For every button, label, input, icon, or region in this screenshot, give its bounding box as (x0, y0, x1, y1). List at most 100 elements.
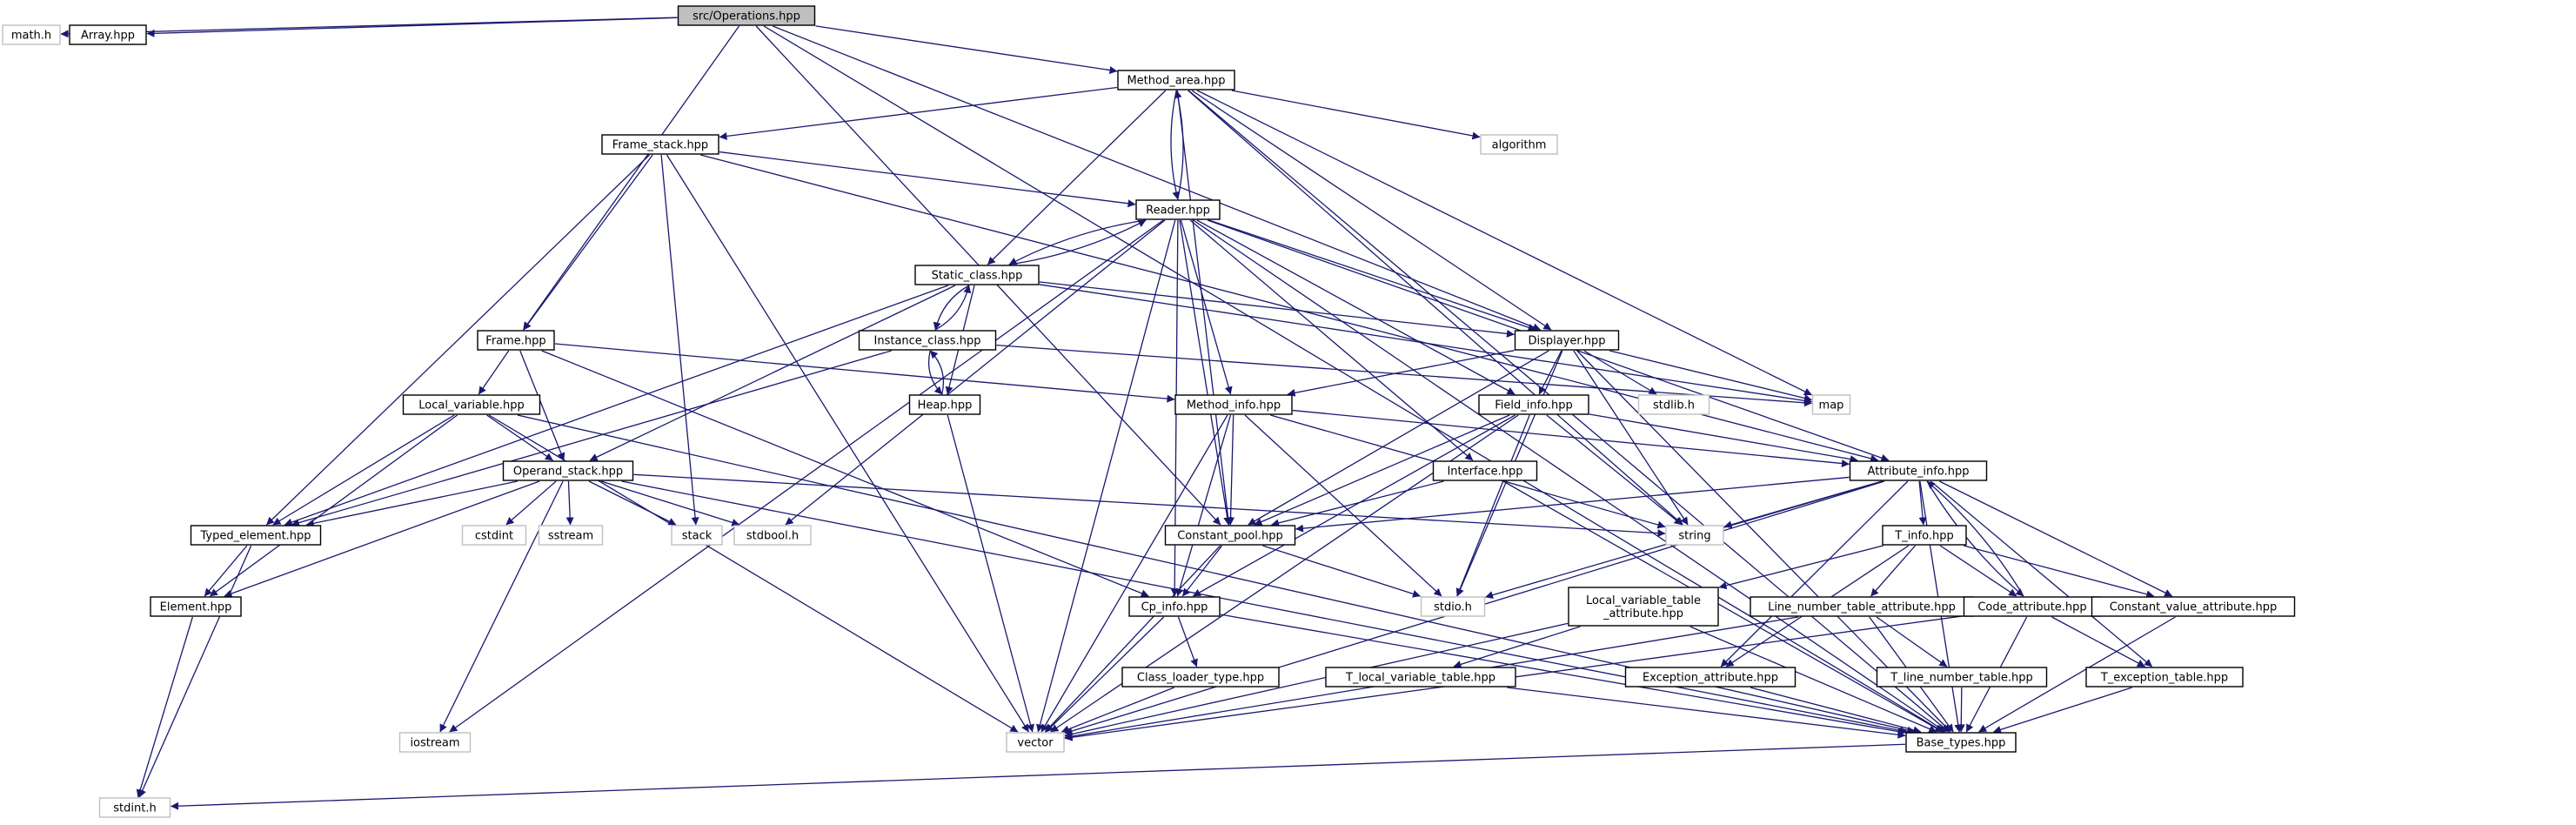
edge-codeattr-to-texc (2051, 616, 2145, 667)
node-attribute-info-hpp[interactable]: Attribute_info.hpp (1849, 460, 1988, 481)
node-interface-hpp[interactable]: Interface.hpp (1432, 460, 1538, 481)
node-displayer-hpp[interactable]: Displayer.hpp (1514, 330, 1620, 351)
edge-opstack-to-string (633, 473, 1666, 538)
node-base-types-hpp[interactable]: Base_types.hpp (1905, 732, 2017, 753)
edge-reader-to-stdbool (785, 219, 1166, 526)
node-src-operations-hpp[interactable]: src/Operations.hpp (677, 5, 816, 26)
node-element-hpp[interactable]: Element.hpp (150, 596, 242, 617)
edge-excattr-to-basetypes (1750, 687, 1922, 734)
node-frame-hpp[interactable]: Frame.hpp (477, 330, 555, 351)
edge-cpinfo-to-basetypes (1220, 614, 1906, 735)
node-box (538, 525, 604, 546)
edge-reader-to-fieldinfo (1196, 219, 1515, 395)
node-box (1568, 587, 1719, 627)
edge-displayer-to-methodinfo (1287, 350, 1515, 397)
edge-basetypes-to-stdint (171, 743, 1906, 810)
node-box (1117, 70, 1235, 91)
edge-ops-to-frame (522, 25, 740, 331)
edge-framestack-to-typed (265, 154, 651, 526)
node-box (601, 134, 719, 155)
node-stack: stack (671, 525, 723, 546)
node-box (1432, 460, 1538, 481)
node-box (671, 525, 723, 546)
edge-interface-to-cpool (1271, 480, 1444, 527)
edge-heap-to-vector (947, 414, 1034, 733)
node-heap-hpp[interactable]: Heap.hpp (908, 394, 981, 415)
edge-lnta-to-tlnt (1876, 616, 1948, 667)
node-code-attribute-hpp[interactable]: Code_attribute.hpp (1963, 596, 2102, 617)
node-box (1882, 525, 1967, 546)
node-t-line-number-table-hpp[interactable]: T_line_number_table.hpp (1876, 667, 2048, 688)
node-constant-value-attribute-hpp[interactable]: Constant_value_attribute.hpp (2091, 596, 2296, 617)
edge-reader-to-cpool (1179, 219, 1232, 526)
node-class-loader-type-hpp[interactable]: Class_loader_type.hpp (1121, 667, 1280, 688)
node-box (1637, 394, 1710, 415)
node-label: Field_info.hpp (1495, 399, 1573, 412)
node-box (69, 24, 147, 45)
node-label: Code_attribute.hpp (1977, 601, 2086, 614)
edge-attrinfo-to-cpool (1295, 476, 1850, 533)
edge-methodinfo-to-stdio (1244, 414, 1442, 597)
node-label: Local_variable_table_attribute.hpp (1586, 594, 1701, 620)
node-static-class-hpp[interactable]: Static_class.hpp (914, 265, 1040, 285)
edge-cpool-to-vector (1044, 545, 1221, 733)
edge-methodarea-to-framestack (719, 86, 1118, 140)
node-box (1514, 330, 1620, 351)
node-vector: vector (1006, 732, 1065, 753)
edge-opstack-to-typed (305, 480, 518, 527)
node-box (1811, 394, 1851, 415)
edge-opstack-to-iostream (439, 480, 564, 733)
edge-fieldinfo-to-cpinfo (1192, 414, 1515, 597)
node-operand-stack-hpp[interactable]: Operand_stack.hpp (502, 460, 634, 481)
node-label: cstdint (475, 530, 513, 543)
edge-framestack-to-vector (666, 154, 1030, 733)
node-instance-class-hpp[interactable]: Instance_class.hpp (858, 330, 997, 351)
node-field-info-hpp[interactable]: Field_info.hpp (1478, 394, 1589, 415)
node-box (858, 330, 997, 351)
node-typed-element-hpp[interactable]: Typed_element.hpp (190, 525, 322, 546)
edge-methodinfo-to-cpool (1227, 414, 1235, 526)
edge-reader-to-vector (1036, 219, 1176, 733)
node-method-area-hpp[interactable]: Method_area.hpp (1117, 70, 1235, 91)
node-box (402, 394, 541, 415)
node-local-variable-table-attribute-hpp[interactable]: Local_variable_table_attribute.hpp (1568, 587, 1719, 627)
node-box (190, 525, 322, 546)
node-t-info-hpp[interactable]: T_info.hpp (1882, 525, 1967, 546)
node-label: Instance_class.hpp (874, 335, 981, 348)
node-box (1121, 667, 1280, 688)
node-array-hpp[interactable]: Array.hpp (69, 24, 147, 45)
edge-lvta-to-basetypes (1689, 626, 1937, 733)
node-t-exception-table-hpp[interactable]: T_exception_table.hpp (2085, 667, 2244, 688)
edge-typed-to-stdint (138, 545, 252, 798)
edge-tinfo-to-codeattr (1939, 545, 2017, 597)
node-box (1420, 596, 1486, 617)
node-label: Element.hpp (160, 601, 232, 614)
edge-layer (60, 17, 2176, 810)
node-reader-hpp[interactable]: Reader.hpp (1135, 199, 1221, 220)
edge-reader-to-methodinfo (1180, 219, 1233, 395)
node-box (1174, 394, 1293, 415)
node-label: Exception_attribute.hpp (1643, 672, 1778, 685)
node-stdlib-h: stdlib.h (1637, 394, 1710, 415)
node-box (98, 797, 171, 818)
edge-lvta-to-tlvt (1453, 626, 1581, 668)
node-t-local-variable-table-hpp[interactable]: T_local_variable_table.hpp (1325, 667, 1516, 688)
edge-methodarea-to-static (987, 90, 1167, 265)
edge-reader-to-displayer (1208, 219, 1536, 332)
node-label: Class_loader_type.hpp (1137, 672, 1264, 685)
node-label: Method_area.hpp (1127, 75, 1225, 88)
edge-cvattr-to-basetypes (1978, 616, 2176, 733)
edge-opstack-to-stack (588, 480, 677, 526)
edge-reader-to-iostream (449, 219, 1164, 733)
node-string: string (1665, 525, 1724, 546)
node-method-info-hpp[interactable]: Method_info.hpp (1174, 394, 1293, 415)
edge-methodinfo-to-attrinfo (1292, 409, 1850, 467)
node-local-variable-hpp[interactable]: Local_variable.hpp (402, 394, 541, 415)
node-constant-pool-hpp[interactable]: Constant_pool.hpp (1164, 525, 1296, 546)
node-frame-stack-hpp[interactable]: Frame_stack.hpp (601, 134, 719, 155)
node-exception-attribute-hpp[interactable]: Exception_attribute.hpp (1624, 667, 1797, 688)
node-line-number-table-attribute-hpp[interactable]: Line_number_table_attribute.hpp (1750, 596, 1974, 617)
node-label: stdio.h (1434, 601, 1472, 614)
node-cp-info-hpp[interactable]: Cp_info.hpp (1128, 596, 1221, 617)
